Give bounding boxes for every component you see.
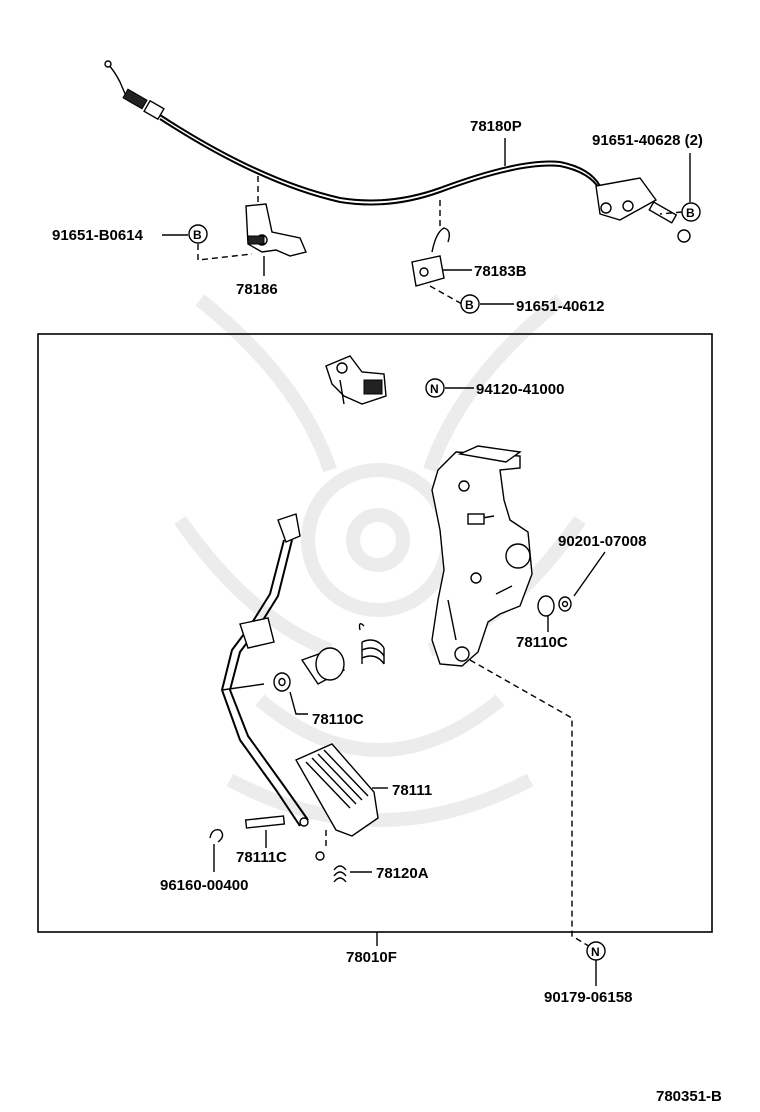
label-bolt-top-right: 91651-40628 (2) xyxy=(592,132,703,149)
label-bushing-left: 78110C xyxy=(312,711,364,728)
svg-text:N: N xyxy=(591,945,600,959)
diagram-code: 780351-B xyxy=(656,1088,722,1105)
clamp-78183B xyxy=(411,227,451,287)
collar-and-spring xyxy=(300,623,385,685)
return-spring xyxy=(315,851,347,883)
label-pin: 78111C xyxy=(236,849,287,866)
label-bolt-clamp: 91651-40612 xyxy=(516,298,604,315)
svg-text:N: N xyxy=(430,382,439,396)
pedal-stop-part xyxy=(325,355,387,405)
b-marker-left xyxy=(188,224,208,244)
pedal-pad xyxy=(295,743,379,837)
svg-text:B: B xyxy=(465,298,474,312)
svg-text:B: B xyxy=(193,228,202,242)
svg-text:B: B xyxy=(686,206,695,220)
clip xyxy=(209,828,224,843)
label-assembly: 78010F xyxy=(346,949,397,966)
label-cable: 78180P xyxy=(470,118,522,135)
bushing-left xyxy=(273,672,291,692)
pedal-bracket xyxy=(431,445,533,667)
label-spring: 78120A xyxy=(376,865,429,882)
label-clip: 96160-00400 xyxy=(160,877,248,894)
label-clamp: 78183B xyxy=(474,263,527,280)
cable-end-bracket xyxy=(595,177,691,243)
bracket-78186 xyxy=(245,203,307,257)
label-bushing-right: 78110C xyxy=(516,634,568,651)
label-pedal-pad: 78111 xyxy=(392,782,432,799)
pedal-arm xyxy=(220,513,309,827)
label-washer-right: 90201-07008 xyxy=(558,533,646,550)
label-bracket-left: 78186 xyxy=(236,281,278,298)
assembly-box xyxy=(37,333,713,933)
bushing-right xyxy=(537,595,572,617)
label-nut-bottom: 90179-06158 xyxy=(544,989,632,1006)
accelerator-cable xyxy=(104,60,691,243)
label-nut-top: 94120-41000 xyxy=(476,381,564,398)
pin xyxy=(244,815,286,829)
label-bolt-left: 91651-B0614 xyxy=(52,227,144,244)
n-marker-top xyxy=(425,378,445,398)
